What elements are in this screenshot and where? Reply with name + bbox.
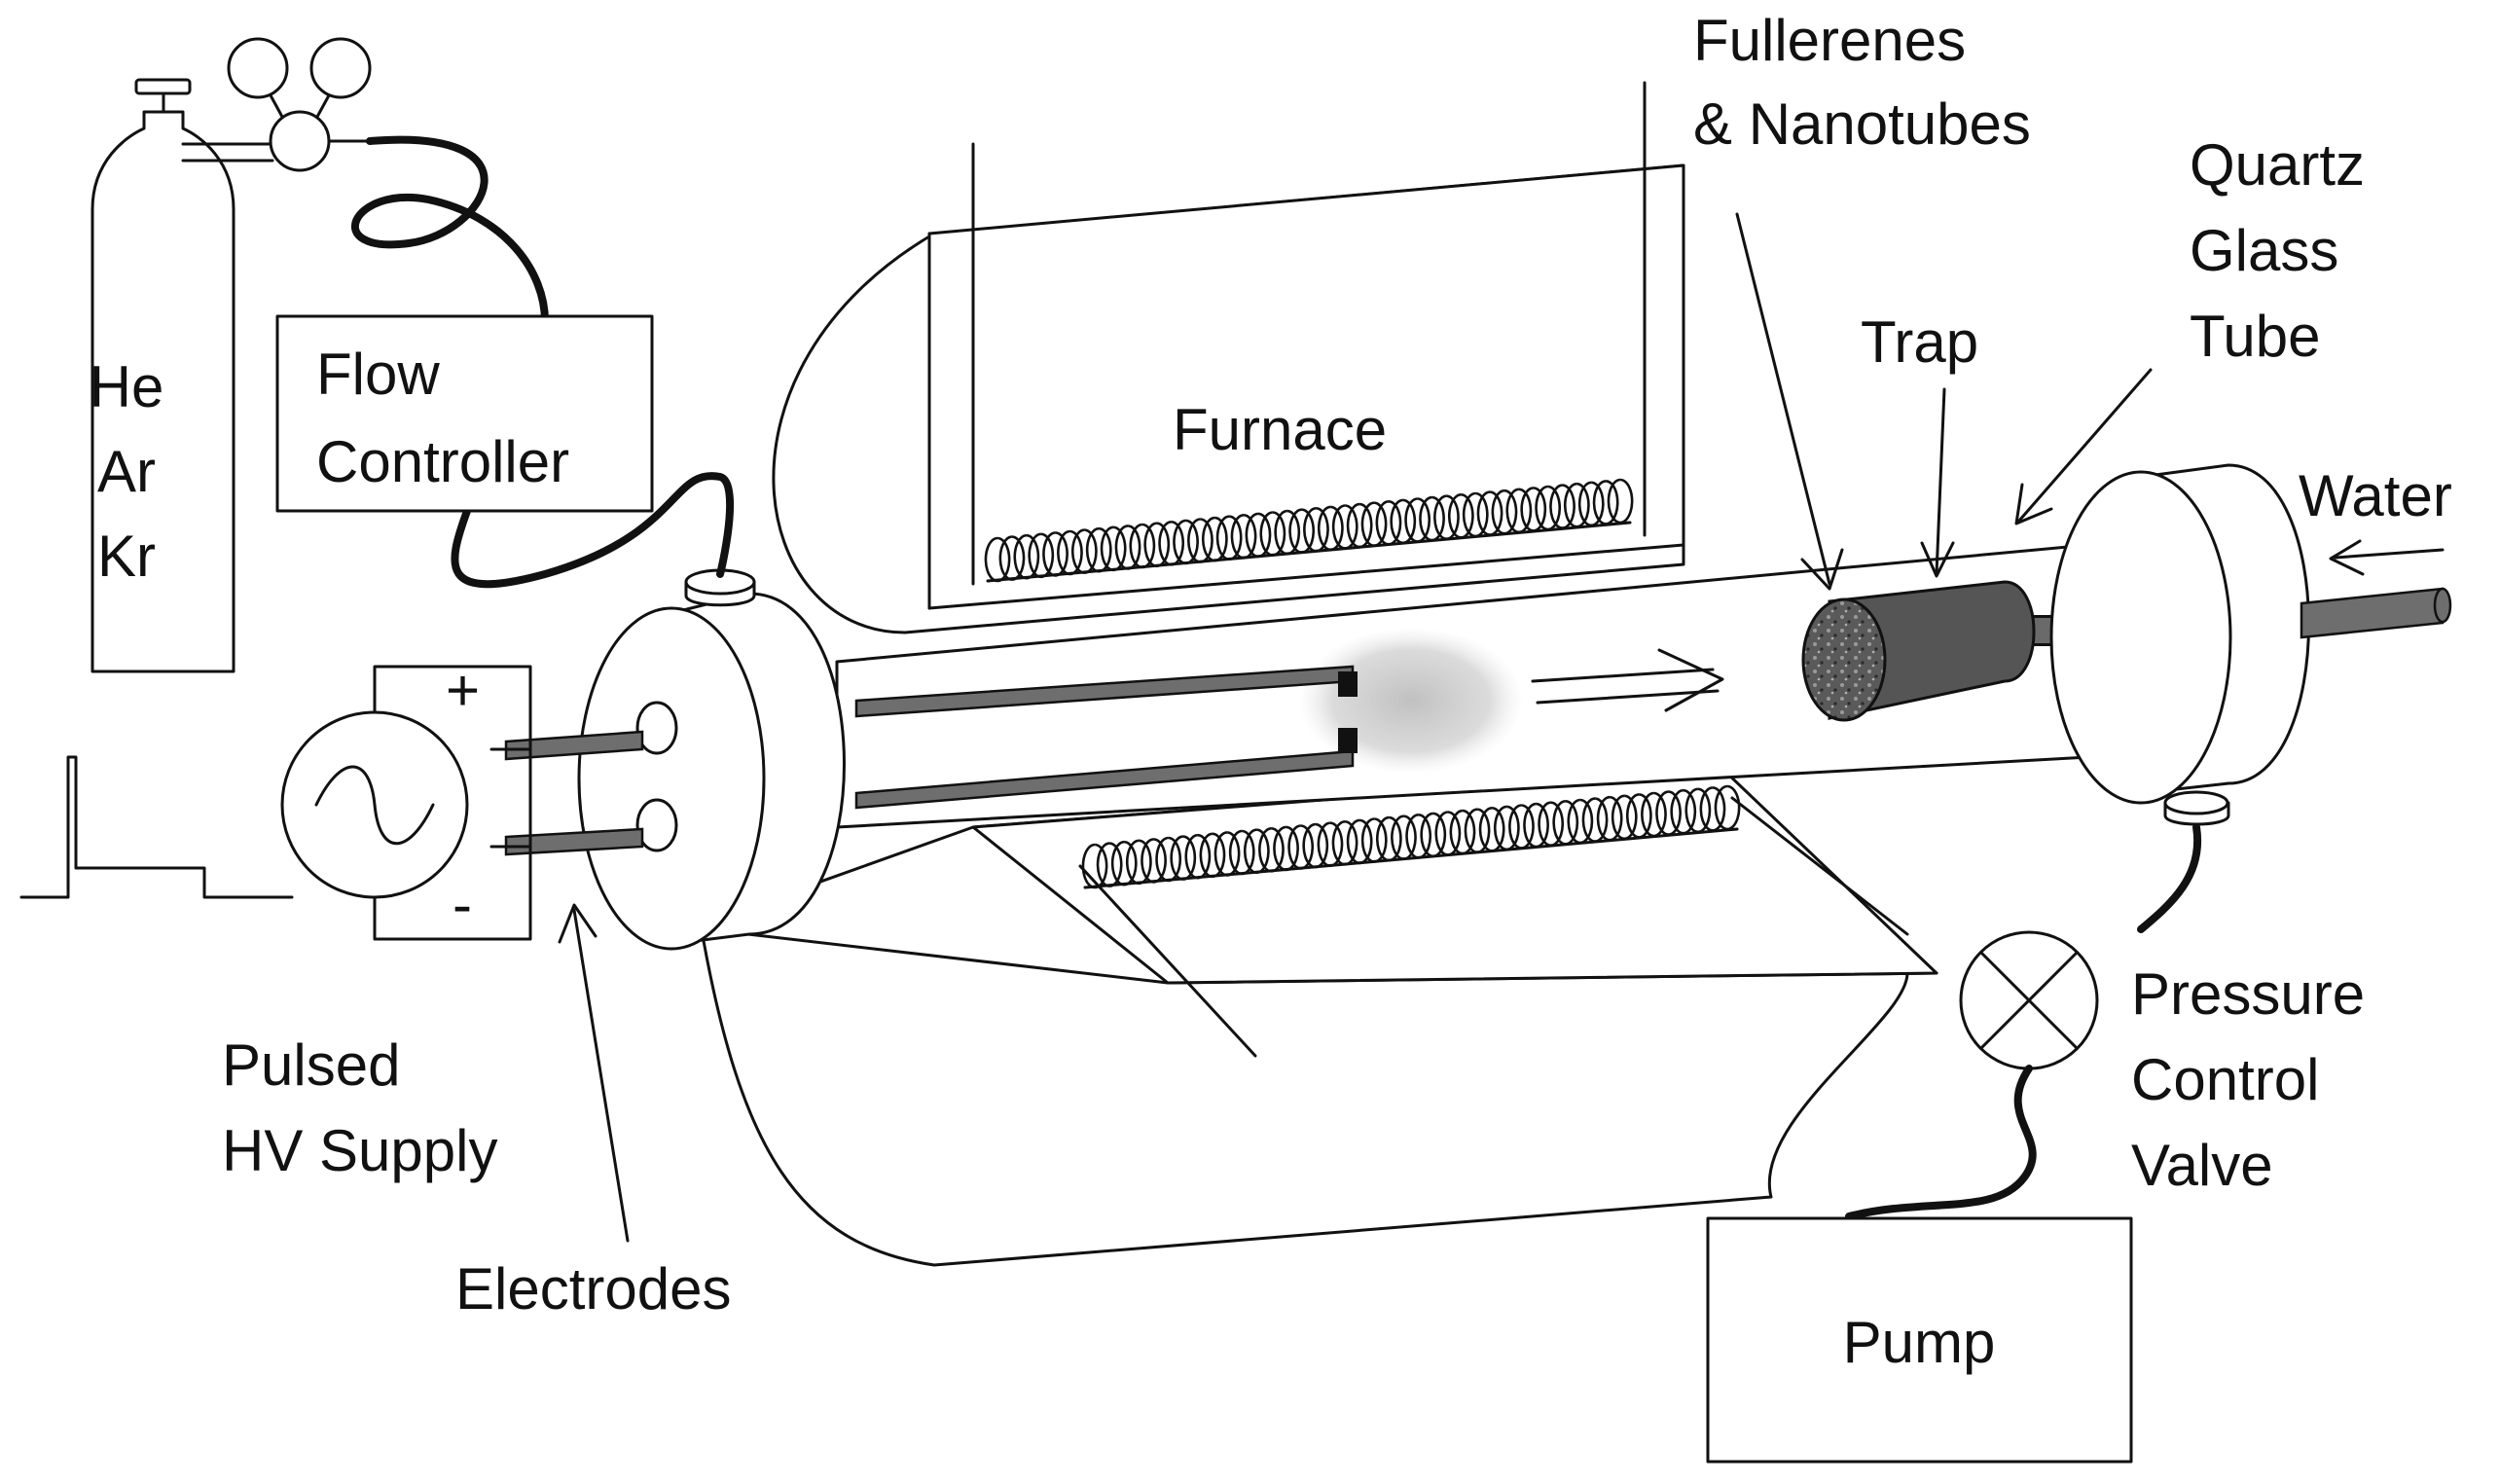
flow-controller-box [275, 314, 654, 513]
leader-fullerenes-head [1800, 548, 1844, 591]
leader-quartz-head [2014, 483, 2053, 525]
right-cap-face [2049, 470, 2232, 805]
gas-label-he: He [90, 354, 164, 419]
trap-label: Trap [1861, 309, 1978, 375]
leader-electrodes-head [558, 903, 598, 944]
electrodes-label: Electrodes [455, 1256, 731, 1321]
water-cooled-rod [2300, 587, 2445, 639]
gas-label-kr: Kr [97, 524, 156, 589]
supply-label-line2: HV Supply [222, 1118, 497, 1183]
pump-box [1706, 1216, 2133, 1464]
fullerene-deposit [1801, 597, 1887, 722]
pressure-gauge-left [227, 37, 289, 99]
valve-handle [134, 78, 192, 95]
upper-heating-coil [984, 478, 1634, 583]
hose-valve-to-pump [1845, 1065, 2037, 1220]
pulsed-hv-supply [19, 665, 532, 941]
leader-quartz [2017, 368, 2153, 523]
leader-electrodes [572, 908, 630, 1243]
quartz-label-line1: Quartz [2190, 132, 2365, 198]
flow-controller-label-line2: Controller [316, 429, 569, 494]
valve-label-line1: Pressure [2131, 961, 2365, 1027]
valve-label-line3: Valve [2131, 1133, 2273, 1198]
left-end-cap [504, 568, 846, 951]
valve-cross-b [1979, 951, 2079, 1050]
supply-box [373, 665, 532, 941]
polarity-plus: + [446, 658, 480, 723]
leader-trap-head [1920, 541, 1955, 578]
gas-cylinder [91, 37, 372, 673]
tray-edge-left [1078, 864, 1257, 1058]
sine-wave-symbol [314, 765, 435, 846]
hose-controller-to-inlet [451, 472, 735, 589]
quartz-label-line3: Tube [2190, 304, 2321, 369]
flow-controller-label-line1: Flow [316, 342, 440, 407]
vacuum-port-top [2163, 790, 2229, 815]
pressure-gauge-right [309, 37, 372, 99]
electrode-tip-lower [1338, 728, 1358, 753]
water-rod-end [2433, 587, 2452, 624]
gas-flow-arrow [1531, 648, 1724, 712]
fullerenes-label-line1: Fullerenes [1693, 8, 1966, 73]
pressure-control-valve [1959, 930, 2099, 1070]
quartz-label-line2: Glass [2190, 218, 2338, 283]
valve-label-line2: Control [2131, 1047, 2319, 1112]
gauge-stem-left [269, 93, 284, 119]
gauge-stem-right [315, 93, 331, 119]
regulator-body [269, 110, 331, 172]
feedthrough-upper [635, 701, 678, 755]
electrode-tip-upper [1338, 671, 1358, 697]
electrode-lead-lower [504, 827, 644, 856]
pump-label: Pump [1843, 1310, 1996, 1375]
supply-label-line1: Pulsed [222, 1032, 400, 1098]
tray-edge-right [1730, 796, 1909, 936]
hose-cap-to-valve [2137, 823, 2202, 933]
fullerenes-label-line2: & Nanotubes [1693, 91, 2031, 157]
lowerCoil-base [1083, 827, 1739, 889]
quartz-glass-tube [835, 538, 2143, 829]
hose-regulator-to-controller [350, 135, 549, 325]
electrode-rod-lower [854, 749, 1355, 810]
pulse-waveform [19, 755, 294, 899]
lower-heating-coil [1081, 784, 1741, 889]
furnace [699, 81, 1938, 1267]
feedthrough-lower [635, 798, 678, 852]
water-arrow-shaft [2334, 548, 2445, 560]
furnace-label: Furnace [1173, 397, 1387, 462]
electrode-lead-upper [504, 730, 644, 761]
water-label: Water [2299, 463, 2452, 528]
gas-label-ar: Ar [97, 439, 156, 504]
leader-fullerenes [1735, 212, 1831, 586]
leader-trap [1935, 387, 1946, 576]
left-cap-face [577, 606, 766, 951]
right-end-cap [2049, 463, 2452, 826]
polarity-minus: - [453, 872, 472, 937]
gas-cylinder-body [91, 110, 235, 673]
water-arrow-head [2329, 539, 2365, 576]
upperCoil-base [986, 521, 1632, 583]
